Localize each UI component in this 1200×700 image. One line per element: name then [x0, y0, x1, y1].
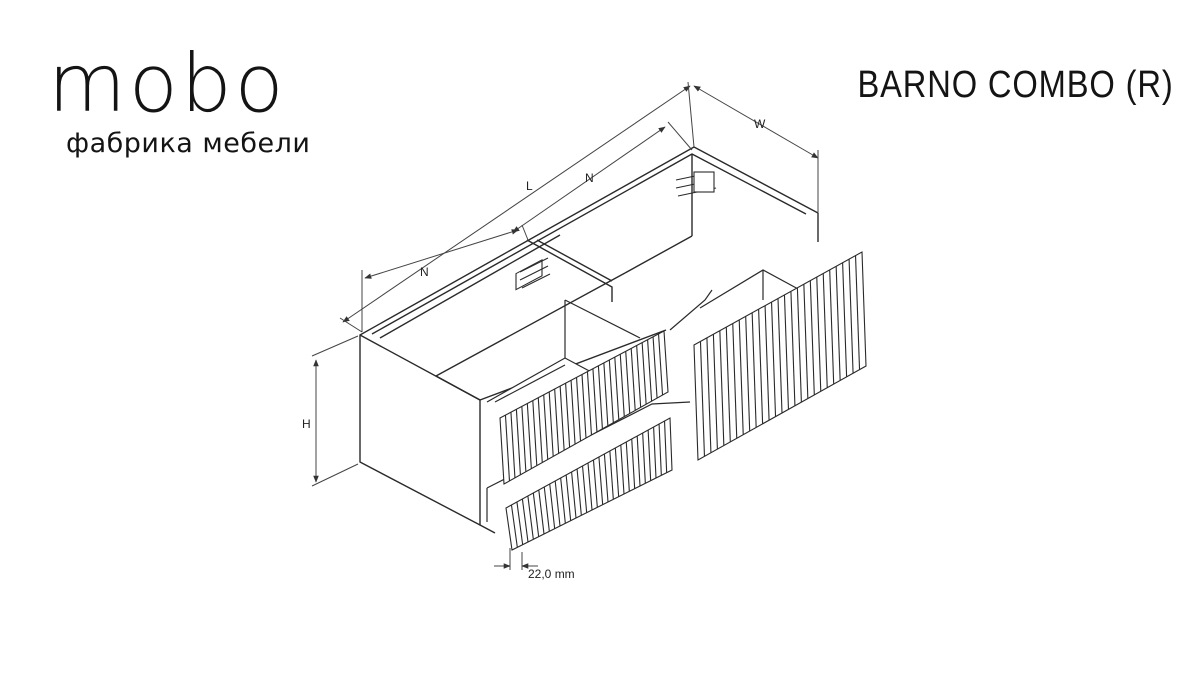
dim-length-label: L	[526, 179, 533, 193]
lower-drawer-front-flute	[543, 486, 550, 532]
upper-drawer-front-flute	[619, 354, 625, 417]
right-door-front-flute	[745, 316, 751, 432]
upper-drawer-front-flute	[510, 412, 516, 478]
lower-drawer-front-flute	[653, 426, 657, 479]
lower-drawer-front-flute	[625, 441, 630, 492]
upper-drawer-front-flute	[504, 415, 511, 481]
right-door-front-flute	[835, 266, 841, 381]
dim-width-label: W	[754, 117, 766, 131]
logo-wordmark: mobo	[48, 37, 287, 130]
upper-drawer-front-flute	[521, 406, 527, 472]
right-door-front-flute	[712, 334, 718, 450]
right-door-front-flute	[699, 341, 706, 457]
lower-drawer-front-flute	[592, 459, 598, 508]
upper-drawer-front-flute	[543, 394, 549, 460]
right-door-front-flute	[790, 291, 796, 406]
lower-drawer-front-flute	[516, 501, 524, 545]
right-door-front-flute	[770, 302, 777, 417]
hinge-right	[675, 171, 717, 197]
lower-drawer-front-flute	[576, 468, 582, 516]
logo-subtitle: фабрика мебели	[66, 128, 311, 159]
upper-drawer-front-flute	[526, 403, 532, 469]
lower-drawer-front-flute	[647, 429, 652, 481]
lower-drawer-front-flute	[565, 474, 572, 521]
right-door-front-flute	[816, 277, 822, 392]
dim-thickness-label: 22,0 mm	[528, 567, 575, 581]
right-door-front-flute	[777, 298, 783, 414]
upper-drawer-front-flute	[592, 368, 598, 432]
lower-drawer-front-flute	[532, 492, 540, 537]
lower-drawer-front-flute	[554, 480, 561, 527]
upper-drawer-front-flute	[652, 336, 658, 399]
lower-drawer-front-flute	[609, 450, 614, 500]
right-door-front-flute	[809, 280, 815, 395]
lower-drawer-front-flute	[587, 462, 593, 511]
right-door-front-flute	[732, 323, 738, 439]
upper-drawer-front-flute	[548, 391, 554, 457]
lower-drawer-front-flute	[527, 495, 534, 540]
upper-drawer-front-flute	[575, 377, 582, 442]
upper-drawer-front-flute	[614, 357, 620, 420]
brand-logo: mobo фабрика мебели	[48, 37, 368, 160]
hinge-left	[515, 257, 551, 291]
upper-drawer-front-flute	[597, 365, 603, 429]
upper-drawer-front-flute	[636, 345, 642, 408]
product-title: BARNO COMBO (R)	[857, 64, 1174, 106]
right-door-front-flute	[758, 309, 764, 424]
dim-height-label: H	[302, 417, 311, 431]
lower-drawer-front-flute	[631, 438, 636, 489]
dimension-lines	[311, 81, 819, 570]
upper-drawer-front-flute	[581, 374, 587, 439]
dim-section-right-label: N	[585, 171, 594, 185]
upper-drawer-front-flute	[559, 386, 565, 451]
right-door-front-flute	[751, 312, 757, 428]
fluted-fronts	[499, 251, 867, 551]
right-door-front-flute	[842, 262, 848, 377]
right-door-front-flute	[796, 287, 802, 403]
right-door-front-flute	[803, 284, 809, 399]
upper-drawer-front-flute	[603, 362, 609, 426]
upper-drawer-front-flute	[565, 383, 571, 448]
lower-drawer-front-flute	[581, 465, 588, 513]
lower-drawer-front-flute	[663, 420, 668, 473]
right-door-front-flute	[706, 337, 712, 453]
lower-drawer-front-flute	[658, 423, 662, 476]
upper-drawer-front-flute	[532, 400, 538, 466]
lower-drawer-front-flute	[560, 477, 566, 524]
upper-drawer-front-flute	[608, 359, 614, 423]
upper-drawer-front-flute	[630, 348, 636, 411]
right-door-front-flute	[738, 319, 744, 435]
upper-drawer-front-flute	[657, 333, 664, 396]
right-door-front-flute	[854, 255, 861, 370]
lower-drawer-front-flute	[521, 498, 529, 543]
lower-drawer-front-flute	[620, 444, 625, 495]
right-door-front-flute	[829, 269, 835, 385]
lower-drawer-front-flute	[614, 447, 620, 497]
upper-drawer-front-flute	[515, 409, 521, 475]
lower-drawer-front-flute	[603, 453, 609, 503]
lower-drawer-front-flute	[549, 483, 556, 529]
right-door-front-flute	[783, 294, 790, 410]
upper-drawer-front-flute	[625, 351, 631, 414]
lower-drawer-front-flute	[598, 456, 604, 505]
lower-drawer-front-flute	[538, 489, 545, 535]
right-door-front-flute	[725, 327, 731, 442]
upper-drawer-front-flute	[641, 342, 647, 405]
right-door-front-flute	[848, 259, 854, 374]
left-side-panel	[359, 334, 481, 526]
upper-drawer-front-flute	[554, 388, 560, 454]
lower-drawer-front-flute	[510, 504, 518, 548]
right-door-front-flute	[719, 330, 725, 446]
dim-section-left-label: N	[420, 265, 429, 279]
right-door-front-flute	[764, 305, 770, 421]
lower-drawer-front-flute	[642, 432, 646, 484]
upper-drawer-front-flute	[586, 371, 593, 435]
lower-drawer-front-flute	[571, 471, 577, 519]
lower-drawer-front-flute	[636, 435, 641, 487]
upper-drawer-front-flute	[647, 339, 653, 402]
upper-drawer-front-flute	[570, 380, 576, 445]
upper-drawer-front-flute	[537, 397, 543, 463]
right-door-front-flute	[822, 273, 828, 388]
